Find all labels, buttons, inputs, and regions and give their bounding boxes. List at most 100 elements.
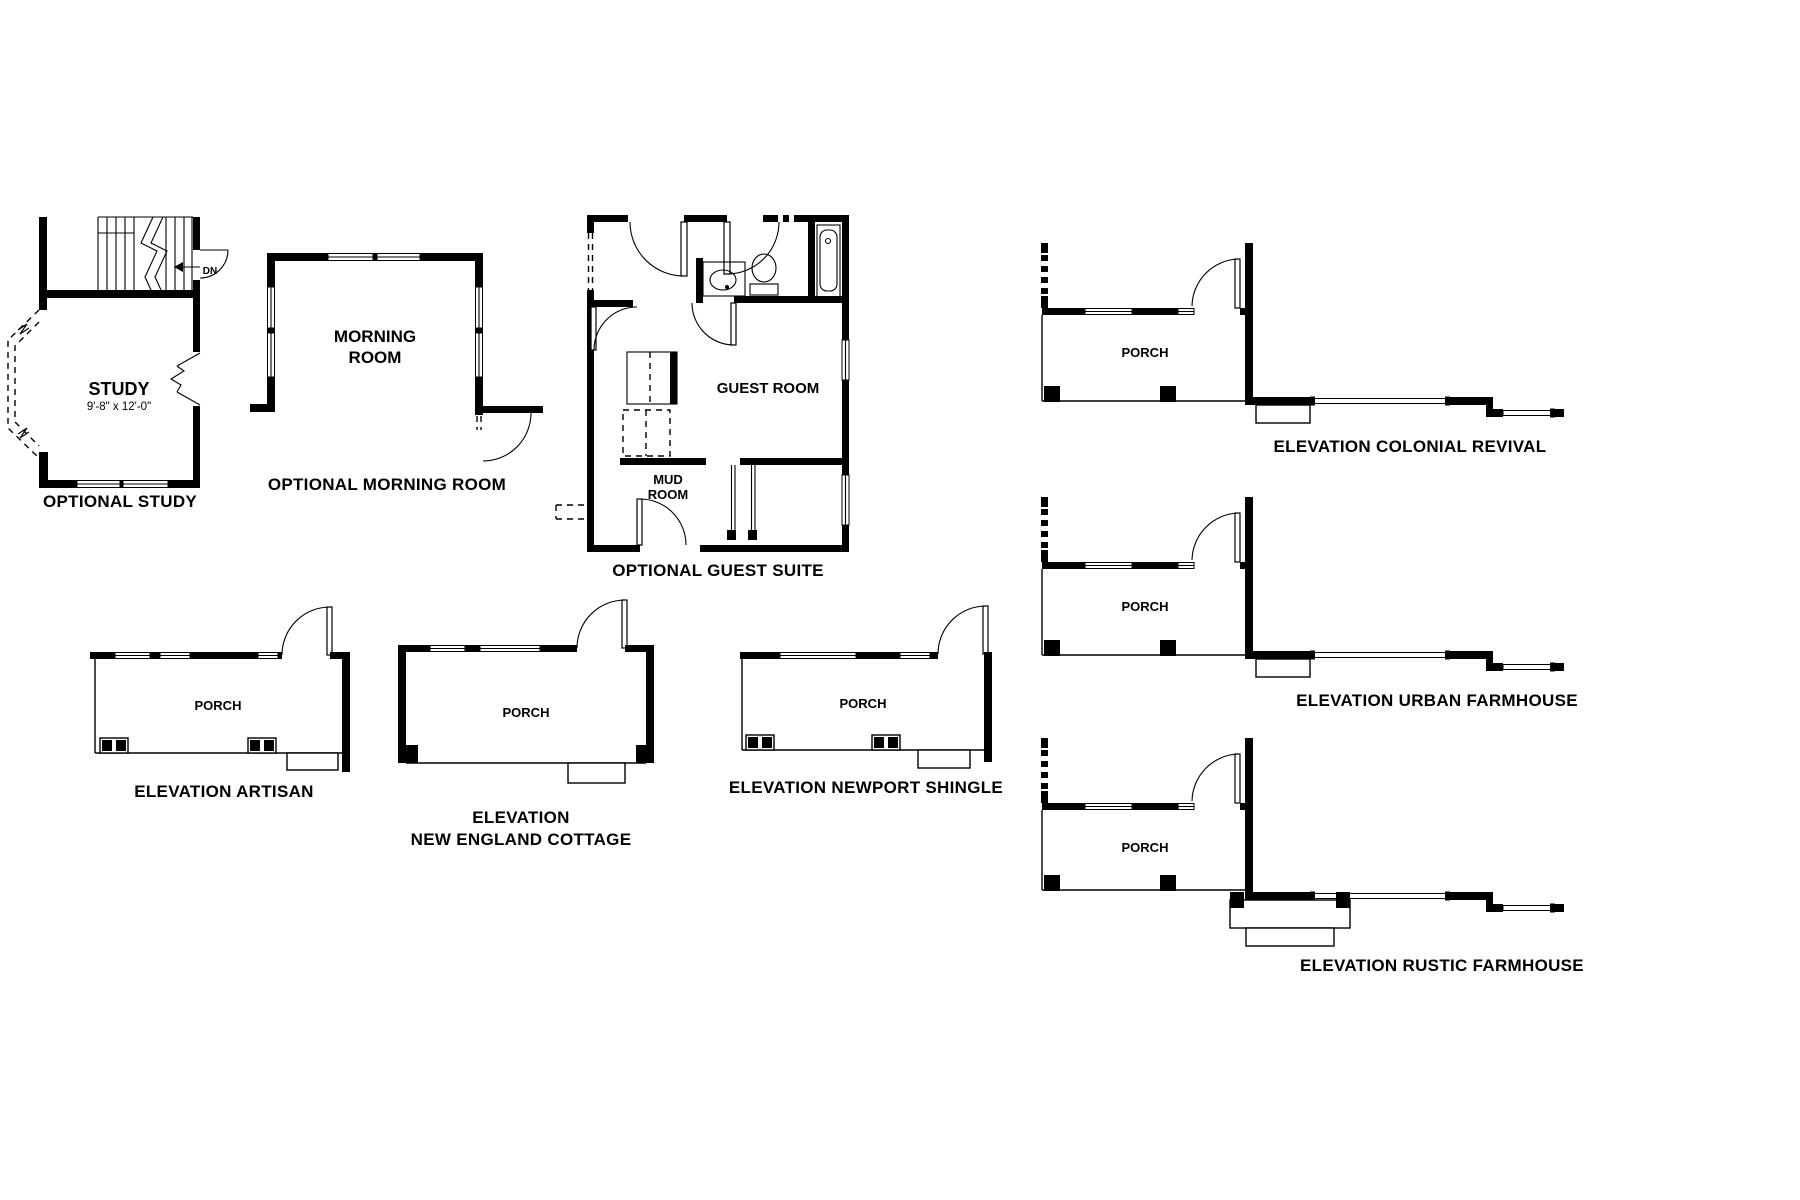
porch-post xyxy=(871,734,901,751)
entry-door-arc xyxy=(629,221,688,277)
morning-room-plan: MORNING ROOM OPTIONAL MORNING ROOM xyxy=(250,253,543,494)
window xyxy=(1084,562,1133,569)
window xyxy=(159,652,191,659)
bay-window-dashed xyxy=(7,309,40,459)
window xyxy=(327,253,374,261)
porch-post xyxy=(247,737,277,754)
mud-room-door-arc xyxy=(636,498,687,546)
bathtub-fixture xyxy=(816,224,841,298)
window xyxy=(114,652,151,659)
porch-steps xyxy=(1255,404,1311,424)
window xyxy=(1084,308,1133,315)
porch-post xyxy=(1044,640,1060,656)
rustic-caption: ELEVATION RUSTIC FARMHOUSE xyxy=(1300,956,1584,975)
house-wall xyxy=(1253,891,1564,913)
house-wall xyxy=(1253,396,1564,418)
window xyxy=(267,332,275,378)
sink-fixture xyxy=(702,261,746,297)
stairs xyxy=(97,216,200,291)
porch-door-arc xyxy=(576,599,628,649)
window xyxy=(475,286,483,329)
window xyxy=(899,652,931,659)
window xyxy=(841,339,850,381)
rustic-porch-plan: PORCH ELEVATION RUSTIC FARMHOUSE xyxy=(1041,738,1584,975)
window xyxy=(1084,803,1133,810)
porch-steps xyxy=(917,749,971,769)
morning-room-label-line1: MORNING xyxy=(334,327,416,346)
guest-room-label: GUEST ROOM xyxy=(717,380,820,397)
porch-post xyxy=(1044,875,1060,891)
guest-suite-caption: OPTIONAL GUEST SUITE xyxy=(612,561,824,580)
porch-label: PORCH xyxy=(1122,840,1169,855)
urban-porch-plan: PORCH ELEVATION URBAN FARMHOUSE xyxy=(1041,497,1578,710)
closet-dashed xyxy=(622,409,671,457)
window xyxy=(1177,308,1195,315)
mud-room-label-line1: MUD xyxy=(653,472,683,487)
porch-post xyxy=(1044,386,1060,402)
exterior-dashed-lines xyxy=(555,504,587,520)
porch-post xyxy=(745,734,775,751)
cottage-porch-plan: PORCH ELEVATION NEW ENGLAND COTTAGE xyxy=(398,599,654,849)
urban-caption: ELEVATION URBAN FARMHOUSE xyxy=(1296,691,1578,710)
study-room-size: 9'-8" x 12'-0" xyxy=(87,401,151,413)
porch-steps xyxy=(567,762,626,784)
window xyxy=(376,253,421,261)
study-door-arc xyxy=(199,249,229,279)
porch-steps xyxy=(286,752,339,771)
porch-stoop-steps xyxy=(1229,892,1351,947)
colonial-porch-plan: PORCH ELEVATION COLONIAL REVIVAL xyxy=(1041,243,1564,456)
down-arrow-icon xyxy=(174,262,183,272)
window xyxy=(841,474,850,526)
porch-label: PORCH xyxy=(195,698,242,713)
study-caption: OPTIONAL STUDY xyxy=(43,492,197,511)
porch-label: PORCH xyxy=(1122,599,1169,614)
porch-door-arc xyxy=(937,605,989,655)
study-room-label: STUDY xyxy=(88,379,149,399)
window xyxy=(475,332,483,378)
stairs-down-label: DN xyxy=(203,266,217,277)
bath-wall xyxy=(696,258,703,303)
newport-caption: ELEVATION NEWPORT SHINGLE xyxy=(729,778,1003,797)
newport-porch-plan: PORCH ELEVATION NEWPORT SHINGLE xyxy=(729,605,1003,797)
morning-room-caption: OPTIONAL MORNING ROOM xyxy=(268,475,506,494)
porch-label: PORCH xyxy=(503,705,550,720)
cottage-caption-line2: NEW ENGLAND COTTAGE xyxy=(411,830,632,849)
porch-door-arc xyxy=(1191,753,1241,804)
window xyxy=(1177,562,1195,569)
mud-room-label-line2: ROOM xyxy=(648,487,688,502)
bathroom-door-arc xyxy=(723,221,780,275)
morning-room-label-line2: ROOM xyxy=(349,348,402,367)
window xyxy=(267,286,275,329)
porch-steps xyxy=(1255,658,1311,678)
colonial-caption: ELEVATION COLONIAL REVIVAL xyxy=(1274,437,1547,456)
porch-post xyxy=(99,737,129,754)
hall-door-arc xyxy=(590,306,638,351)
porch-post xyxy=(400,745,418,763)
porch-door-arc xyxy=(1191,512,1241,563)
wall-break-symbol xyxy=(169,352,201,406)
morning-room-door-arc xyxy=(476,406,543,462)
porch-door-arc xyxy=(281,606,333,656)
house-wall xyxy=(1253,650,1564,672)
artisan-porch-plan: PORCH ELEVATION ARTISAN xyxy=(90,606,350,801)
study-plan: DN xyxy=(7,216,229,511)
window xyxy=(429,645,466,652)
artisan-caption: ELEVATION ARTISAN xyxy=(134,782,314,801)
window xyxy=(1177,803,1195,810)
cottage-caption-line1: ELEVATION xyxy=(472,808,569,827)
porch-post xyxy=(636,745,654,763)
porch-label: PORCH xyxy=(1122,345,1169,360)
porch-label: PORCH xyxy=(840,696,887,711)
guest-suite-plan: GUEST ROOM MUD ROOM OPTIONAL GUEST SUITE xyxy=(555,215,850,580)
porch-post xyxy=(1160,875,1176,891)
window xyxy=(779,652,857,659)
window xyxy=(257,652,279,659)
porch-door-arc xyxy=(1191,258,1241,309)
porch-post xyxy=(1160,386,1176,402)
closet xyxy=(626,351,678,405)
toilet-fixture xyxy=(749,253,779,296)
window xyxy=(122,480,169,488)
porch-post xyxy=(1160,640,1176,656)
